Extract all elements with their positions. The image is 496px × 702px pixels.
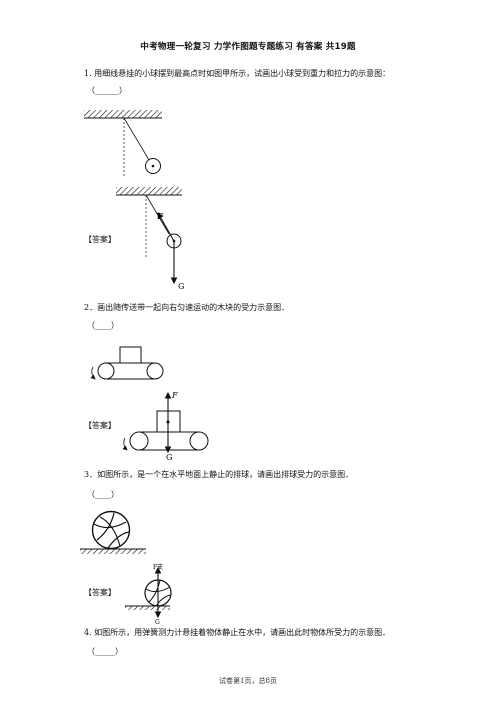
- force-label-G: G: [178, 282, 184, 291]
- ground-hatch: [125, 606, 170, 610]
- question-4-blank: （_____）: [87, 647, 123, 656]
- page-footer: 试卷第1页，总8页: [219, 677, 277, 685]
- question-3-text: 3．如图所示，是一个在水平地面上静止的排球，请画出排球受力的示意图．: [84, 470, 354, 479]
- force-label-F: F: [158, 212, 164, 221]
- question-2-answer-figure: F G: [122, 391, 209, 462]
- ground-hatch: [80, 549, 146, 554]
- force-label-G: G: [166, 453, 172, 462]
- right-pulley: [146, 362, 164, 380]
- question-3-figure: [80, 510, 146, 554]
- left-pulley: [129, 431, 149, 451]
- string: [123, 117, 150, 161]
- question-3-blank: （____）: [87, 490, 119, 499]
- question-1-figure: [84, 110, 162, 178]
- question-2-answer-label: 【答案】: [84, 421, 116, 430]
- question-1-answer-label: 【答案】: [84, 235, 116, 244]
- rotation-arrow: [122, 437, 128, 451]
- question-3-answer-figure: F支 G: [125, 563, 172, 626]
- question-3-answer-label: 【答案】: [84, 588, 116, 597]
- question-2-blank: （____）: [87, 321, 119, 330]
- right-pulley: [189, 431, 209, 451]
- question-1-text: 1. 用细线悬挂的小球摆到最高点时如图甲所示，试画出小球受到重力和拉力的示意图：: [84, 69, 391, 78]
- question-2-text: 2．画出随传送带一起向右匀速运动的木块的受力示意图．: [84, 303, 290, 312]
- question-1-blank: （______）: [87, 86, 127, 95]
- force-label-F-support: F支: [153, 563, 163, 571]
- volleyball: [91, 510, 131, 550]
- question-1-answer-figure: F G: [116, 187, 184, 291]
- question-4-text: 4. 如图所示，用弹簧测力计悬挂着物体静止在水中，请画出此时物体所受力的示意图．: [84, 628, 391, 637]
- ceiling-hatch: [116, 187, 182, 195]
- ball-center-dot: [151, 164, 155, 168]
- wooden-block: [119, 346, 142, 364]
- force-label-G: G: [155, 619, 160, 626]
- force-label-F: F: [171, 391, 178, 400]
- question-2-figure: [90, 346, 164, 380]
- rotation-arrow: [90, 366, 96, 380]
- tension-arrow: [157, 212, 175, 242]
- ceiling-hatch: [84, 110, 162, 118]
- page-title: 中考物理一轮复习 力学作图题专题练习 有答案 共19题: [140, 42, 356, 52]
- left-pulley: [97, 362, 115, 380]
